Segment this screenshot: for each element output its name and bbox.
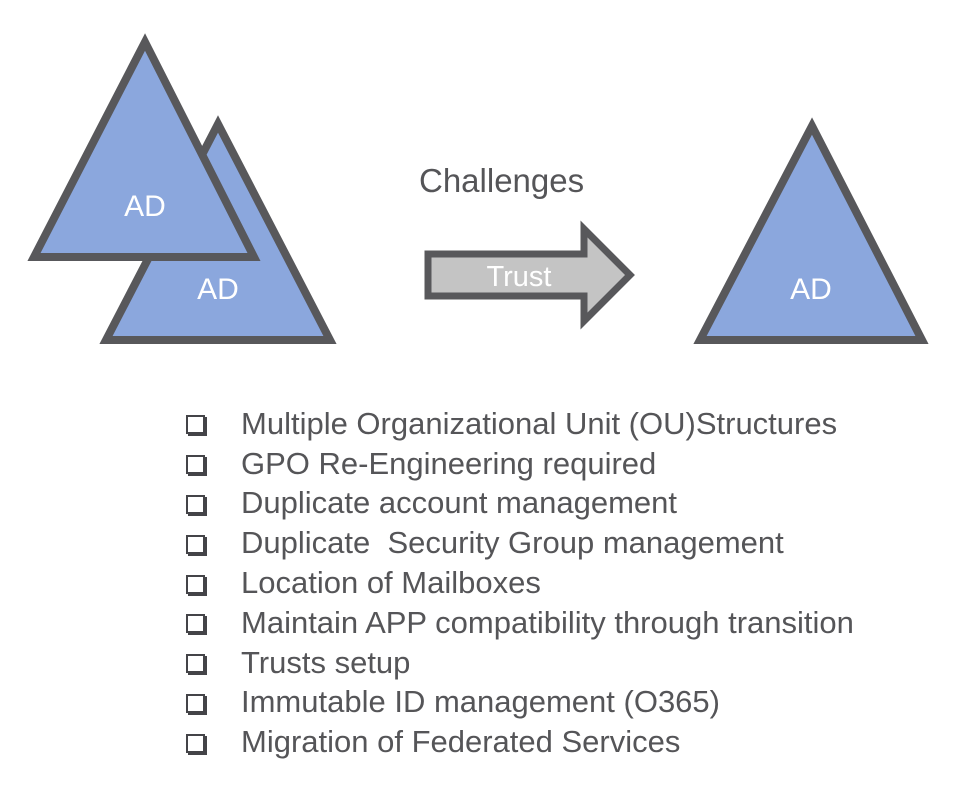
ad-triangle-target (693, 117, 929, 344)
checkbox-icon (186, 733, 205, 753)
checkbox-icon (186, 534, 205, 554)
challenge-list-item: Location of Mailboxes (186, 563, 854, 603)
challenge-list-item: GPO Re-Engineering required (186, 444, 854, 484)
checkbox-icon (186, 415, 205, 435)
ad-label-source-front: AD (124, 190, 166, 223)
challenge-list-item: Trusts setup (186, 643, 854, 683)
challenge-item-text: Maintain APP compatibility through trans… (241, 604, 854, 640)
challenge-list-item: Duplicate account management (186, 484, 854, 524)
challenge-item-text: Trusts setup (241, 644, 411, 680)
challenge-list-item: Multiple Organizational Unit (OU)Structu… (186, 404, 854, 444)
checkbox-icon (186, 494, 205, 514)
ad-triangle-source-front (27, 33, 261, 261)
challenge-item-text: GPO Re-Engineering required (241, 445, 657, 481)
checkbox-icon (186, 574, 205, 594)
ad-label-source-back: AD (197, 273, 239, 306)
challenge-item-text: Immutable ID management (O365) (241, 684, 720, 720)
challenge-list-item: Maintain APP compatibility through trans… (186, 603, 854, 643)
challenge-item-text: Location of Mailboxes (241, 565, 541, 601)
trust-label: Trust (487, 261, 552, 293)
checkbox-icon (186, 614, 205, 634)
checkbox-icon (186, 455, 205, 475)
challenge-item-text: Multiple Organizational Unit (OU)Structu… (241, 405, 838, 441)
ad-label-target: AD (790, 273, 832, 306)
challenge-list: Multiple Organizational Unit (OU)Structu… (186, 404, 854, 762)
challenge-item-text: Duplicate account management (241, 485, 677, 521)
checkbox-icon (186, 654, 205, 674)
challenge-list-item: Duplicate Security Group management (186, 523, 854, 563)
challenge-list-item: Immutable ID management (O365) (186, 683, 854, 723)
challenge-item-text: Migration of Federated Services (241, 724, 681, 760)
checkbox-icon (186, 693, 205, 713)
trust-arrow (424, 220, 635, 330)
challenge-item-text: Duplicate Security Group management (241, 525, 784, 561)
challenges-label: Challenges (419, 162, 584, 199)
challenge-list-item: Migration of Federated Services (186, 722, 854, 762)
